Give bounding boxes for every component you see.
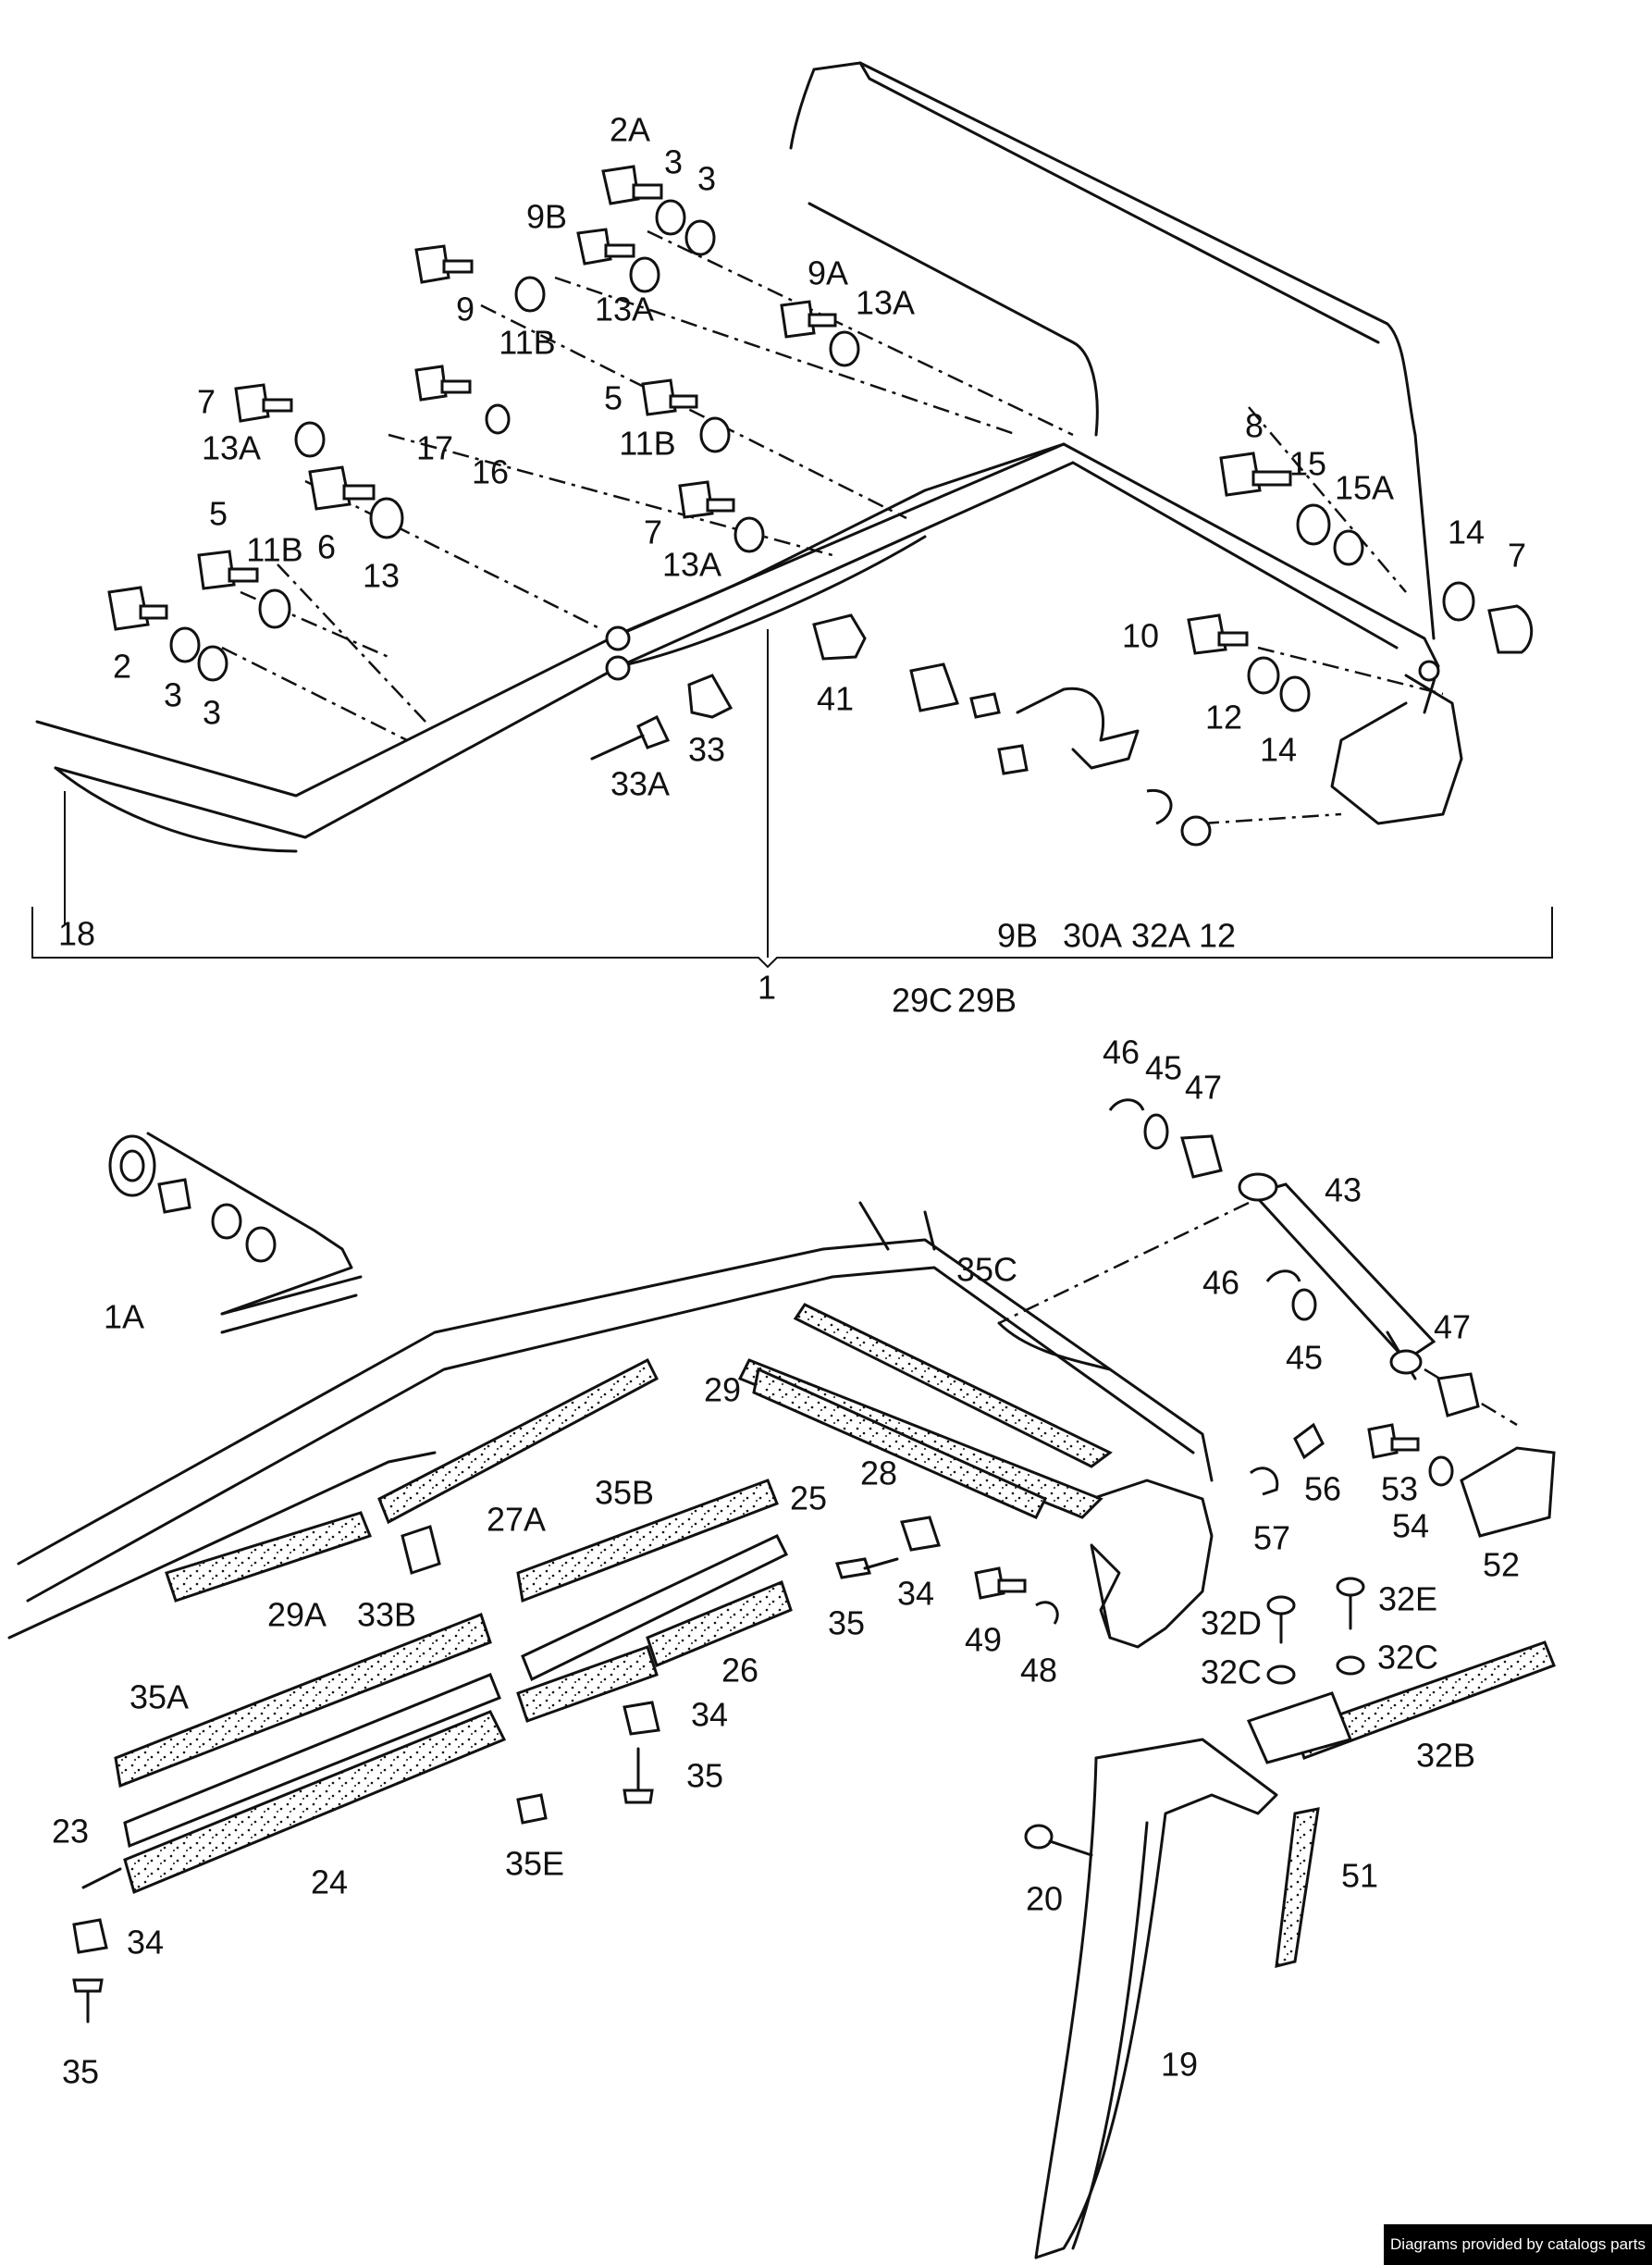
callout-label: 16: [472, 453, 509, 491]
callout-label: 15: [1289, 445, 1326, 483]
callout-label: 6: [317, 528, 336, 566]
callout-label: 13: [363, 557, 400, 595]
callout-label: 29A: [267, 1596, 327, 1634]
callout-label: 7: [197, 383, 216, 421]
callout-label: 5: [209, 495, 228, 533]
callout-label: 45: [1145, 1049, 1182, 1087]
callout-label: 47: [1434, 1308, 1471, 1346]
callout-label: 18: [58, 915, 95, 953]
callout-label: 11B: [619, 425, 675, 463]
callout-label: 20: [1026, 1880, 1063, 1918]
callout-label: 1A: [104, 1298, 144, 1336]
callout-label: 35E: [505, 1845, 564, 1883]
callout-label: 46: [1202, 1264, 1239, 1302]
callout-label: 32D: [1201, 1604, 1262, 1642]
callout-label: 24: [311, 1863, 348, 1901]
callout-label: 8: [1245, 407, 1264, 445]
callout-label: 3: [203, 694, 221, 732]
callout-label: 7: [644, 514, 662, 551]
callout-label: 3: [697, 160, 716, 198]
callout-label: 51: [1341, 1857, 1378, 1895]
callout-label: 2: [113, 648, 131, 686]
callout-label: 47: [1185, 1069, 1222, 1107]
callout-label: 32C: [1201, 1653, 1262, 1691]
callout-label: 17: [416, 429, 453, 467]
callout-label: 14: [1448, 514, 1485, 551]
top-fasteners: [107, 165, 1534, 847]
callout-label: 27A: [487, 1501, 546, 1539]
callout-label: 12: [1199, 917, 1236, 955]
callout-label: 34: [127, 1924, 164, 1962]
callout-label: 32C: [1377, 1639, 1438, 1677]
callout-label: 1: [758, 969, 776, 1007]
callout-label: 32B: [1416, 1737, 1475, 1775]
callout-label: 56: [1304, 1470, 1341, 1508]
callout-label: 11B: [499, 324, 555, 362]
callout-label: 35: [686, 1757, 723, 1795]
callout-label: 46: [1103, 1033, 1140, 1071]
inset-1a: [108, 1132, 363, 1334]
callout-label: 48: [1020, 1652, 1057, 1689]
callout-label: 34: [691, 1696, 728, 1734]
callout-label: 23: [52, 1813, 89, 1850]
callout-label: 35C: [956, 1251, 1017, 1289]
callout-label: 49: [965, 1621, 1002, 1659]
callout-labels: 2A 3 3 9B 9A 13A 9 13A 11B 7 17 5 11B 13…: [52, 111, 1526, 2091]
callout-label: 7: [1508, 537, 1526, 575]
callout-label: 35: [62, 2053, 99, 2091]
callout-label: 11B: [246, 531, 302, 569]
callout-label: 29: [704, 1371, 741, 1409]
callout-label: 35: [828, 1604, 865, 1642]
callout-label: 28: [860, 1454, 897, 1492]
callout-label: 12: [1205, 699, 1242, 736]
callout-label: 9B: [526, 198, 567, 236]
callout-label: 32A: [1131, 917, 1190, 955]
callout-label: 9A: [808, 254, 848, 292]
callout-label: 2A: [610, 111, 650, 149]
callout-label: 13A: [662, 546, 721, 584]
callout-label: 35B: [595, 1474, 654, 1512]
callout-label: 45: [1286, 1339, 1323, 1377]
callout-label: 33A: [610, 765, 670, 803]
callout-label: 54: [1392, 1507, 1429, 1545]
callout-label: 13A: [595, 291, 654, 328]
callout-label: 13A: [856, 284, 915, 322]
callout-label: 9B: [997, 917, 1038, 955]
callout-label: 5: [604, 379, 623, 417]
callout-label: 3: [664, 143, 683, 181]
credit-badge: Diagrams provided by catalogs parts: [1384, 2224, 1652, 2265]
callout-label: 57: [1253, 1519, 1290, 1557]
callout-label: 34: [897, 1575, 934, 1613]
callout-label: 25: [790, 1479, 827, 1517]
callout-label: 41: [817, 680, 854, 718]
callout-label: 9: [456, 291, 475, 328]
callout-label: 3: [164, 676, 182, 714]
callout-label: 30A: [1063, 917, 1122, 955]
lower-frame-assembly: [7, 1098, 1556, 2259]
top-frame-assembly: [31, 61, 1553, 969]
callout-label: 13A: [202, 429, 261, 467]
callout-label: 35A: [129, 1678, 189, 1716]
callout-label: 29C: [892, 982, 953, 1020]
callout-label: 19: [1161, 2046, 1198, 2084]
callout-label: 26: [721, 1652, 758, 1689]
callout-label: 33: [688, 731, 725, 769]
callout-label: 29B: [957, 982, 1017, 1020]
callout-label: 15A: [1335, 469, 1394, 507]
callout-label: 32E: [1378, 1580, 1437, 1618]
callout-label: 53: [1381, 1470, 1418, 1508]
callout-label: 43: [1325, 1171, 1362, 1209]
callout-label: 14: [1260, 731, 1297, 769]
callout-label: 52: [1483, 1546, 1520, 1584]
callout-label: 33B: [357, 1596, 416, 1634]
callout-label: 10: [1122, 617, 1159, 655]
